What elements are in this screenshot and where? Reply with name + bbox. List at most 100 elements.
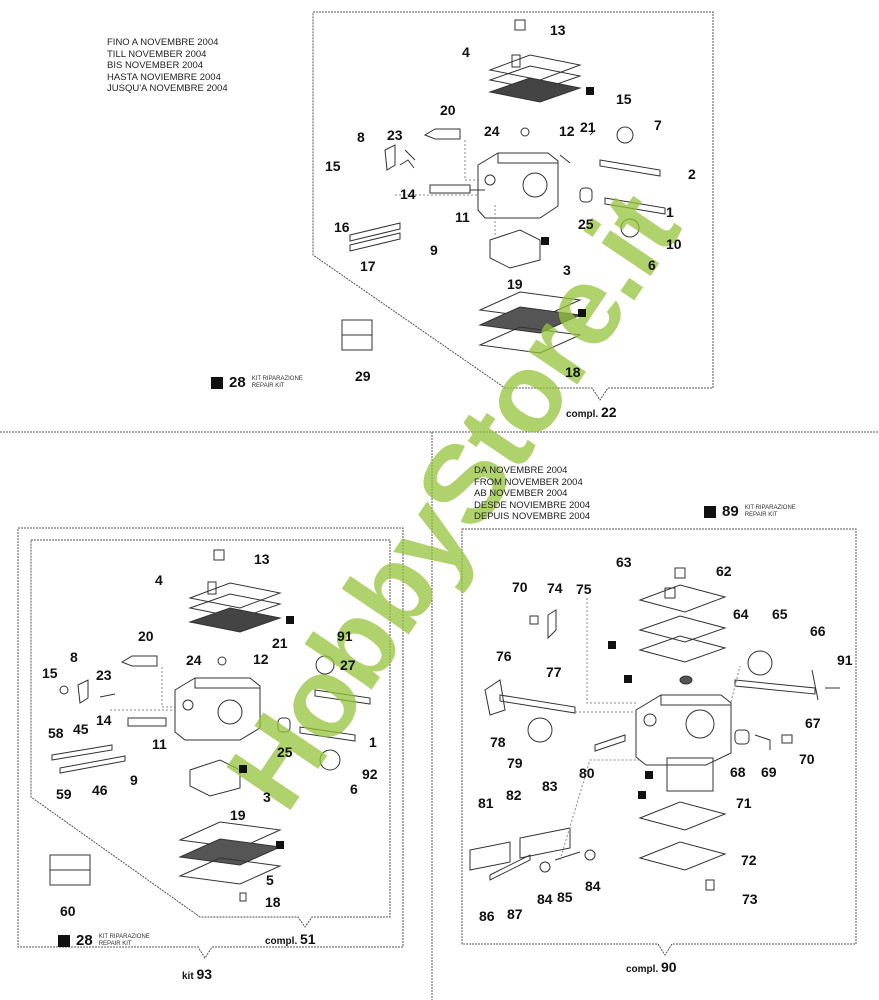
repair-kit-marker-icon (286, 616, 294, 624)
part-number-label: 20 (138, 628, 154, 644)
part-number-label: 8 (357, 129, 365, 145)
part-number-label: 6 (648, 257, 656, 273)
part-number-label: 82 (506, 787, 522, 803)
part-number-label: 18 (565, 364, 581, 380)
part-number-label: 83 (542, 778, 558, 794)
part-number-label: 69 (761, 764, 777, 780)
part-number-label: 91 (337, 628, 353, 644)
kit-number: 89 (722, 503, 739, 520)
date-note-line: BIS NOVEMBER 2004 (107, 60, 204, 71)
part-number-label: 7 (654, 117, 662, 133)
part-number-label: 3 (263, 789, 271, 805)
part-number-label: 23 (96, 667, 112, 683)
part-number-label: 13 (254, 551, 270, 567)
part-number-label: 10 (666, 236, 682, 252)
part-number-label: 64 (733, 606, 749, 622)
compl-frame-51 (30, 539, 391, 928)
compl-51-label: compl. 51 (265, 931, 316, 947)
kit-number: 28 (76, 932, 93, 949)
part-number-label: 15 (325, 158, 341, 174)
part-number-label: 60 (60, 903, 76, 919)
part-number-label: 78 (490, 734, 506, 750)
dashed-connector-lines (110, 140, 741, 861)
part-number-label: 74 (547, 580, 563, 596)
part-number-label: 65 (772, 606, 788, 622)
part-number-label: 72 (741, 852, 757, 868)
part-number-label: 11 (455, 209, 470, 225)
part-number-label: 24 (186, 652, 202, 668)
part-number-label: 8 (70, 649, 78, 665)
part-number-label: 92 (362, 766, 378, 782)
part-number-label: 77 (546, 664, 562, 680)
part-number-label: 1 (369, 734, 377, 750)
part-number-label: 14 (96, 712, 112, 728)
date-note-line: DA NOVEMBRE 2004 (474, 465, 568, 476)
part-number-label: 70 (512, 579, 528, 595)
part-number-label: 62 (716, 563, 732, 579)
part-number-label: 70 (799, 751, 815, 767)
part-number-label: 73 (742, 891, 758, 907)
part-number-label: 75 (576, 581, 592, 597)
part-number-label: 67 (805, 715, 821, 731)
date-note-line: JUSQU'A NOVEMBRE 2004 (107, 83, 228, 94)
repair-kit-marker-icon (638, 791, 646, 799)
kit-93-label: kit 93 (182, 966, 213, 982)
part-number-label: 25 (578, 216, 594, 232)
part-number-label: 12 (253, 651, 269, 667)
date-note-line: AB NOVEMBER 2004 (474, 488, 568, 499)
part-number-label: 16 (334, 219, 350, 235)
part-number-label: 6 (350, 781, 358, 797)
part-number-label: 85 (557, 889, 573, 905)
part-number-label: 9 (430, 242, 438, 258)
part-number-label: 86 (479, 908, 495, 924)
part-number-label: 79 (507, 755, 523, 771)
kit-square-icon (58, 934, 70, 947)
bottom-left-carburetor-parts (49, 549, 371, 902)
date-note-line: TILL NOVEMBER 2004 (107, 48, 207, 60)
bottom-right-carburetor-parts (469, 567, 840, 891)
repair-kit-marker-icon (624, 675, 632, 683)
part-number-label: 91 (837, 652, 853, 668)
part-number-label: 14 (400, 186, 416, 202)
part-number-label: 84 (537, 891, 553, 907)
part-number-label: 12 (559, 123, 575, 139)
repair-kit-marker-icon (541, 237, 549, 245)
part-number-label: 80 (579, 765, 595, 781)
top-carburetor-parts (341, 19, 666, 354)
part-number-label: 46 (92, 782, 108, 798)
part-number-label: 76 (496, 648, 512, 664)
part-number-label: 17 (360, 258, 376, 274)
compl-22-label: compl. 22 (566, 404, 617, 420)
part-number-label: 15 (616, 91, 632, 107)
part-number-label: 29 (355, 368, 371, 384)
date-note-line: DESDE NOVIEMBRE 2004 (474, 499, 591, 511)
part-number-label: 4 (462, 44, 470, 60)
part-number-label: 25 (277, 744, 293, 760)
part-number-label: 13 (550, 22, 566, 38)
part-number-label: 1 (666, 204, 674, 220)
part-number-label: 9 (130, 772, 138, 788)
part-number-label: 84 (585, 878, 601, 894)
part-number-label: 2 (688, 166, 696, 182)
part-number-label: 5 (266, 872, 274, 888)
part-number-label: 3 (563, 262, 571, 278)
part-number-label: 20 (440, 102, 456, 118)
compl-90-label: compl. 90 (626, 959, 677, 975)
part-number-label: 45 (73, 721, 89, 737)
part-number-label: 27 (340, 657, 356, 673)
part-number-label: 81 (478, 795, 494, 811)
part-number-label: 15 (42, 665, 58, 681)
kit-square-icon (211, 376, 223, 389)
part-number-label: 87 (507, 906, 523, 922)
kit-number: 28 (229, 374, 246, 391)
part-number-label: 19 (507, 276, 523, 292)
part-number-label: 59 (56, 786, 72, 802)
part-number-label: 23 (387, 127, 403, 143)
